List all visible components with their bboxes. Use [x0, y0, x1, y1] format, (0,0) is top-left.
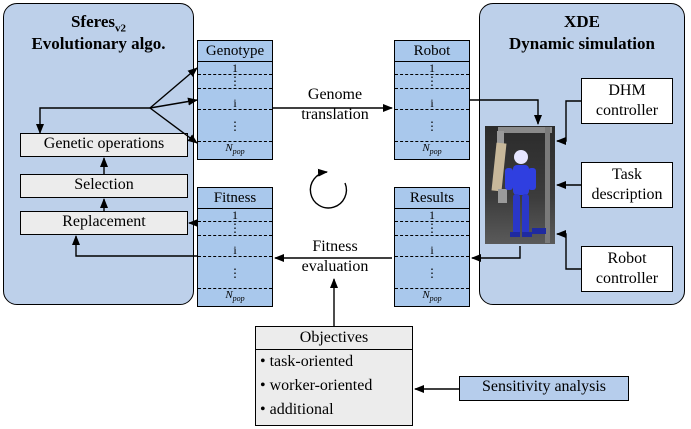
selection-box: Selection	[20, 174, 188, 198]
robot-controller-line1: Robot	[607, 250, 647, 267]
robot-header: Robot	[395, 41, 469, 62]
fitness-dots: ⋮	[229, 221, 241, 235]
results-dots: ⋮	[426, 266, 438, 280]
genotype-npop: Npop	[225, 142, 245, 157]
objectives-box: Objectives • task-oriented • worker-orie…	[255, 326, 413, 426]
objectives-title: Objectives	[256, 327, 412, 350]
genome-translation-label: Genome translation	[285, 85, 385, 125]
genotype-row-1: 1	[232, 61, 238, 75]
objective-item: • additional	[260, 401, 334, 418]
xde-title-line2: Dynamic simulation	[509, 34, 655, 53]
robot-dots: ⋮	[426, 74, 438, 88]
robot-npop: Npop	[422, 142, 442, 157]
fitness-row-i: i	[233, 243, 237, 257]
fitness-evaluation-label: Fitness evaluation	[285, 237, 385, 277]
fitness-row-divider	[198, 288, 272, 289]
genome-translation-line1: Genome	[307, 86, 363, 103]
fitness-row-1: 1	[232, 208, 238, 222]
fitness-column: Fitness 1 ⋮ i ⋮ Npop	[197, 187, 273, 307]
robot-row-1: 1	[429, 61, 435, 75]
robot-dots: ⋮	[426, 119, 438, 133]
genotype-row-divider	[198, 88, 272, 89]
fitness-row-divider	[198, 221, 272, 222]
genotype-row-divider	[198, 141, 272, 142]
robot-row-i: i	[430, 96, 434, 110]
replacement-box: Replacement	[20, 211, 188, 235]
fitness-row-divider	[198, 256, 272, 257]
sferes-title-sub: v2	[115, 22, 127, 35]
results-column: Results 1 ⋮ i ⋮ Npop	[394, 187, 470, 307]
genotype-row-divider	[198, 109, 272, 110]
genotype-header: Genotype	[198, 41, 272, 62]
sensitivity-analysis-box: Sensitivity analysis	[459, 376, 629, 401]
sferes-title-line2: Evolutionary algo.	[31, 34, 166, 53]
fitness-npop: Npop	[225, 289, 245, 304]
dhm-controller-line2: controller	[595, 102, 659, 119]
fitness-header: Fitness	[198, 188, 272, 209]
robot-controller-box: Robot controller	[581, 246, 673, 292]
results-npop: Npop	[422, 289, 442, 304]
task-description-line1: Task	[612, 166, 642, 183]
results-row-i: i	[430, 243, 434, 257]
fitness-evaluation-line2: evaluation	[301, 258, 369, 275]
dhm-controller-line1: DHM	[608, 82, 646, 99]
robot-row-divider	[395, 74, 469, 75]
task-description-line2: description	[591, 186, 663, 203]
results-row-divider	[395, 288, 469, 289]
genetic-operations-box: Genetic operations	[20, 133, 188, 157]
genome-translation-line2: translation	[301, 106, 369, 123]
results-header: Results	[395, 188, 469, 209]
robot-row-divider	[395, 109, 469, 110]
sferes-title-prefix: Sferes	[70, 12, 116, 31]
results-row-divider	[395, 235, 469, 236]
genotype-column: Genotype 1 ⋮ i ⋮ Npop	[197, 40, 273, 160]
genotype-row-i: i	[233, 96, 237, 110]
results-row-1: 1	[429, 208, 435, 222]
results-row-divider	[395, 221, 469, 222]
task-description-box: Task description	[581, 162, 673, 208]
cycle-icon	[309, 168, 348, 209]
results-row-divider	[395, 256, 469, 257]
fitness-evaluation-line1: Fitness	[312, 238, 358, 255]
genotype-dots: ⋮	[229, 119, 241, 133]
objective-item: • worker-oriented	[260, 377, 373, 394]
dhm-controller-box: DHM controller	[581, 78, 673, 124]
genotype-dots: ⋮	[229, 74, 241, 88]
genotype-row-divider	[198, 74, 272, 75]
xde-title-line1: XDE	[564, 12, 600, 31]
objective-item: • task-oriented	[260, 353, 354, 370]
robot-controller-line2: controller	[595, 270, 659, 287]
fitness-dots: ⋮	[229, 266, 241, 280]
robot-column: Robot 1 ⋮ i ⋮ Npop	[394, 40, 470, 160]
sferes-title: Sferesv2	[4, 12, 193, 38]
results-dots: ⋮	[426, 221, 438, 235]
fitness-row-divider	[198, 235, 272, 236]
robot-row-divider	[395, 141, 469, 142]
robot-row-divider	[395, 88, 469, 89]
